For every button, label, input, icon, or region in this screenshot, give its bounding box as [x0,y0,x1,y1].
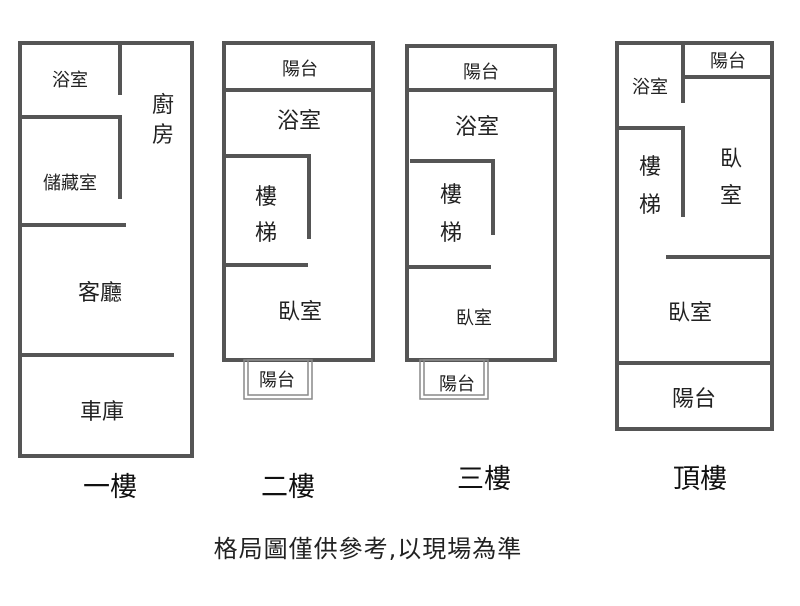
floor-3-bath-label: 浴室 [455,115,499,140]
floor-3-stair-label-1: 樓 [440,183,462,208]
roof-floor-plan: 浴室 陽台 樓 梯 臥 室 臥室 陽台 [615,41,774,431]
floor-2-caption: 二樓 [261,472,315,503]
floor-1-living-label: 客廳 [78,281,122,306]
floor-1-kitchen-label: 廚房 [152,93,174,148]
floor-1-outer-wall [18,41,194,458]
floor-1-bath-label: 浴室 [52,70,88,91]
floor-1-garage-label: 車庫 [80,400,124,425]
floor-1-kitchen-char: 房 [152,123,174,148]
floor-2-bath-label: 浴室 [277,109,321,134]
floor-2-stair-label-2: 梯 [255,221,277,246]
disclaimer-note: 格局圖僅供參考,以現場為準 [214,535,523,563]
floor-1-storage-label: 儲藏室 [43,173,97,194]
roof-floor-outer-wall [615,41,774,431]
floor-2-plan: 陽台 浴室 樓 梯 臥室 陽台 [222,41,375,400]
roof-bedroom-1-label-1: 臥 [720,147,742,172]
floor-3-plan: 陽台 浴室 樓 梯 臥室 陽台 [405,44,557,400]
floor-1-caption: 一樓 [83,472,137,503]
roof-small-balcony-label: 陽台 [710,51,746,72]
floor-3-stair-label-2: 梯 [440,221,462,246]
floor-1-plan: 浴室 廚房 儲藏室 客廳 車庫 [18,41,194,458]
floor-2-balcony-bottom-label: 陽台 [259,370,295,391]
floor-3-bedroom-label: 臥室 [456,308,492,329]
floor-2-stair-label-1: 樓 [255,185,277,210]
roof-bedroom-2-label: 臥室 [668,301,712,326]
roof-stair-label-2: 梯 [639,193,661,218]
roof-bedroom-1-label-2: 室 [720,184,742,209]
roof-stair-label-1: 樓 [639,155,661,180]
floor-3-balcony-top-label: 陽台 [463,62,499,83]
roof-bath-label: 浴室 [632,77,668,98]
floor-2-bedroom-label: 臥室 [278,300,322,325]
floor-2-balcony-top-label: 陽台 [282,59,318,80]
floor-3-balcony-bottom-label: 陽台 [439,374,475,395]
roof-balcony-label: 陽台 [672,387,716,412]
floor-3-caption: 三樓 [457,464,511,495]
roof-floor-caption: 頂樓 [673,464,727,495]
floor-1-kitchen-char: 廚 [152,93,174,118]
